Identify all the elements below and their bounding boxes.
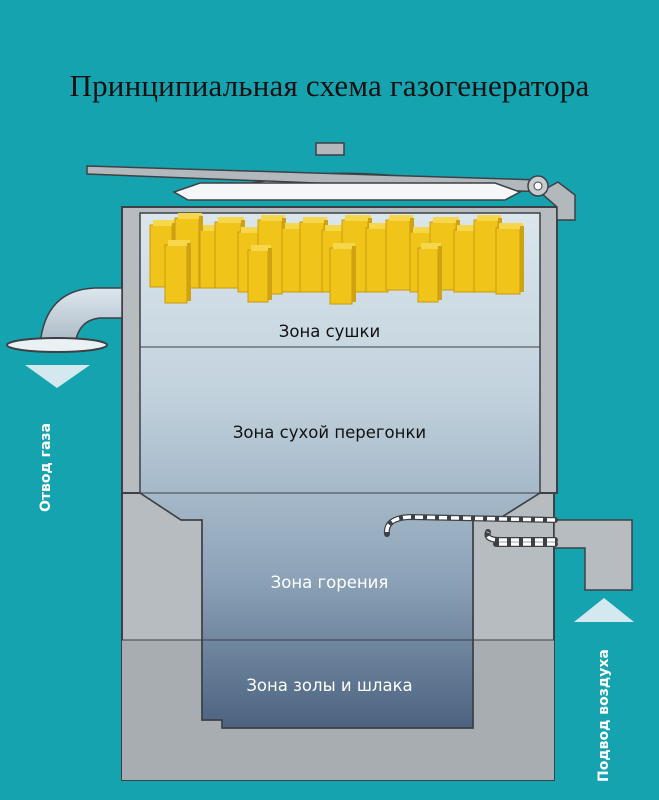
gas-outlet-arrow-icon	[25, 365, 90, 388]
fuel-block	[453, 229, 477, 293]
fuel-block-top	[333, 243, 355, 249]
page-title: Принципиальная схема газогенератора	[69, 68, 590, 103]
fuel-block-top	[251, 245, 271, 251]
fuel-block	[495, 227, 521, 295]
fuel-block-side	[268, 248, 272, 300]
fuel-block-top	[413, 227, 435, 233]
fuel-block-side	[187, 243, 191, 301]
air-inlet-label: Подвод воздуха	[596, 649, 612, 782]
fuel-block-side	[438, 246, 442, 300]
fuel-block-top	[303, 217, 327, 223]
fuel-block-top	[433, 217, 459, 223]
fuel-block-side	[520, 226, 524, 292]
fuel-block-top	[168, 240, 190, 246]
fuel-block-top	[203, 225, 223, 231]
air-inlet-arrow-icon	[574, 598, 634, 622]
zone-ash-label: Зона золы и шлака	[246, 676, 413, 695]
fuel-block-top	[477, 215, 501, 221]
zone-distillation-label: Зона сухой перегонки	[232, 423, 427, 442]
fuel-block	[417, 247, 439, 303]
gas-outlet-opening	[6, 337, 108, 353]
fuel-block	[299, 221, 325, 293]
fuel-block-top	[389, 215, 413, 221]
gas-outlet-label: Отвод газа	[38, 422, 54, 512]
lid-seal	[172, 182, 522, 201]
fuel-block-top	[241, 227, 263, 233]
fuel-block	[164, 244, 188, 304]
fuel-block	[329, 247, 353, 305]
fuel-block	[385, 219, 411, 291]
fuel-block-top	[261, 215, 285, 221]
fuel-block-top	[345, 215, 371, 221]
fuel-blocks	[149, 213, 524, 305]
lid-clamp	[538, 181, 576, 221]
fuel-block-top	[153, 220, 175, 226]
fuel-block-top	[178, 213, 202, 219]
zone-combustion-label: Зона горения	[270, 573, 389, 592]
fuel-block	[365, 227, 389, 293]
fuel-block	[281, 227, 303, 293]
fuel-block-top	[499, 223, 523, 229]
fuel-block-top	[369, 223, 391, 229]
fuel-block-top	[285, 223, 305, 229]
air-inlet-pipe	[553, 519, 633, 591]
fuel-block-top	[457, 225, 479, 231]
fuel-block	[214, 221, 242, 289]
fuel-block	[473, 219, 499, 293]
zone-drying-label: Зона сушки	[278, 322, 381, 341]
lid-handle	[315, 142, 345, 156]
fuel-block-top	[325, 225, 347, 231]
fuel-block	[247, 249, 269, 303]
fuel-block-top	[218, 217, 244, 223]
fuel-block-top	[421, 243, 441, 249]
fuel-block-side	[352, 246, 356, 302]
